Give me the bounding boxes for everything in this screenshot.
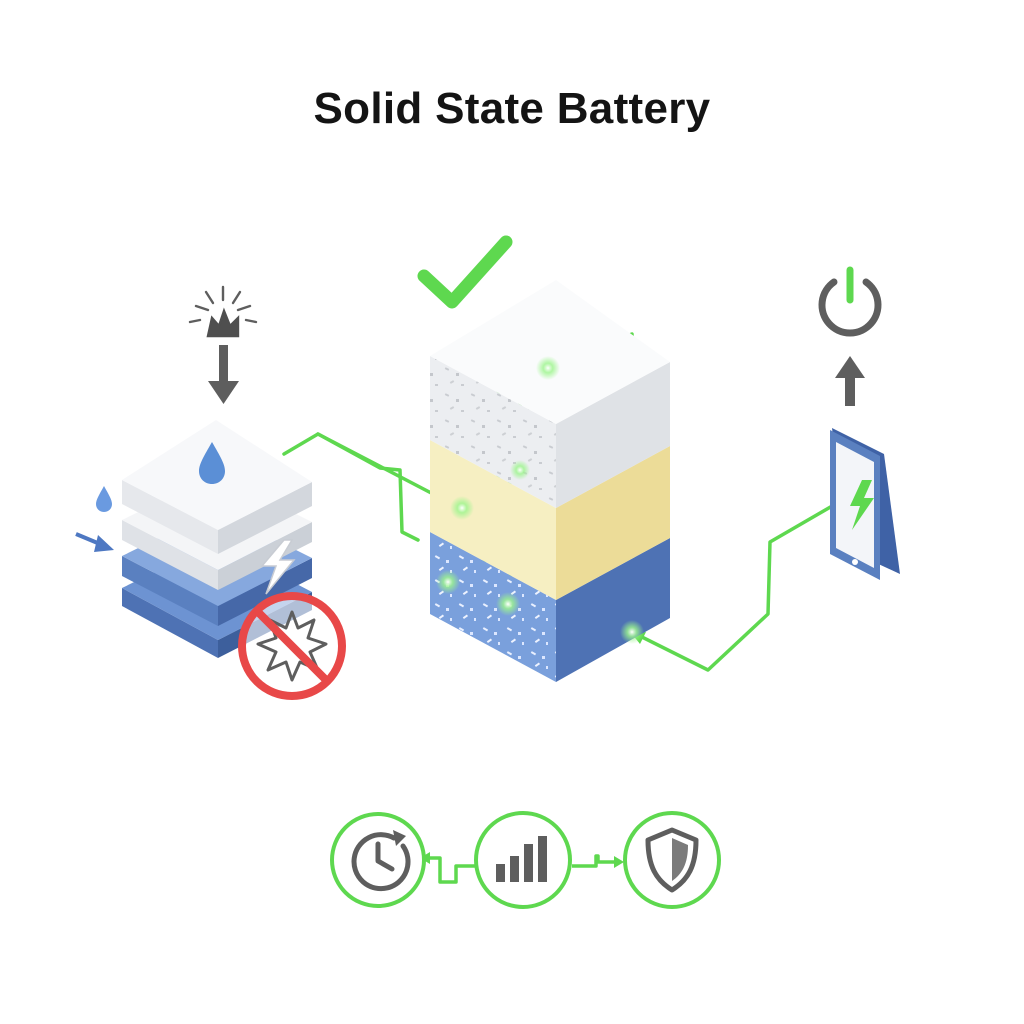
inflow-arrow-icon xyxy=(75,532,114,552)
water-drop-icon xyxy=(199,442,225,484)
no-explosion-icon xyxy=(238,592,346,700)
benefit-connectors xyxy=(430,854,614,884)
electrolyte-layer xyxy=(430,440,670,600)
down-arrow-icon xyxy=(208,345,239,404)
benefits-row xyxy=(330,811,721,909)
up-arrow-icon xyxy=(835,356,865,406)
solid-state-cell xyxy=(417,235,866,682)
checkmark-icon xyxy=(417,235,513,309)
fast-charge-clock-icon xyxy=(330,812,426,908)
conventional-battery-stack xyxy=(75,285,346,700)
phone-charging-icon xyxy=(830,428,900,580)
page-title: Solid State Battery xyxy=(313,84,711,133)
lightning-icon xyxy=(260,539,296,595)
device-group xyxy=(818,266,900,580)
water-drop-icon xyxy=(96,486,112,512)
power-icon xyxy=(818,266,882,337)
spark-icon xyxy=(188,285,258,338)
safety-shield-icon xyxy=(623,811,721,909)
energy-density-bars-icon xyxy=(474,811,572,909)
anode-layer xyxy=(430,532,670,682)
